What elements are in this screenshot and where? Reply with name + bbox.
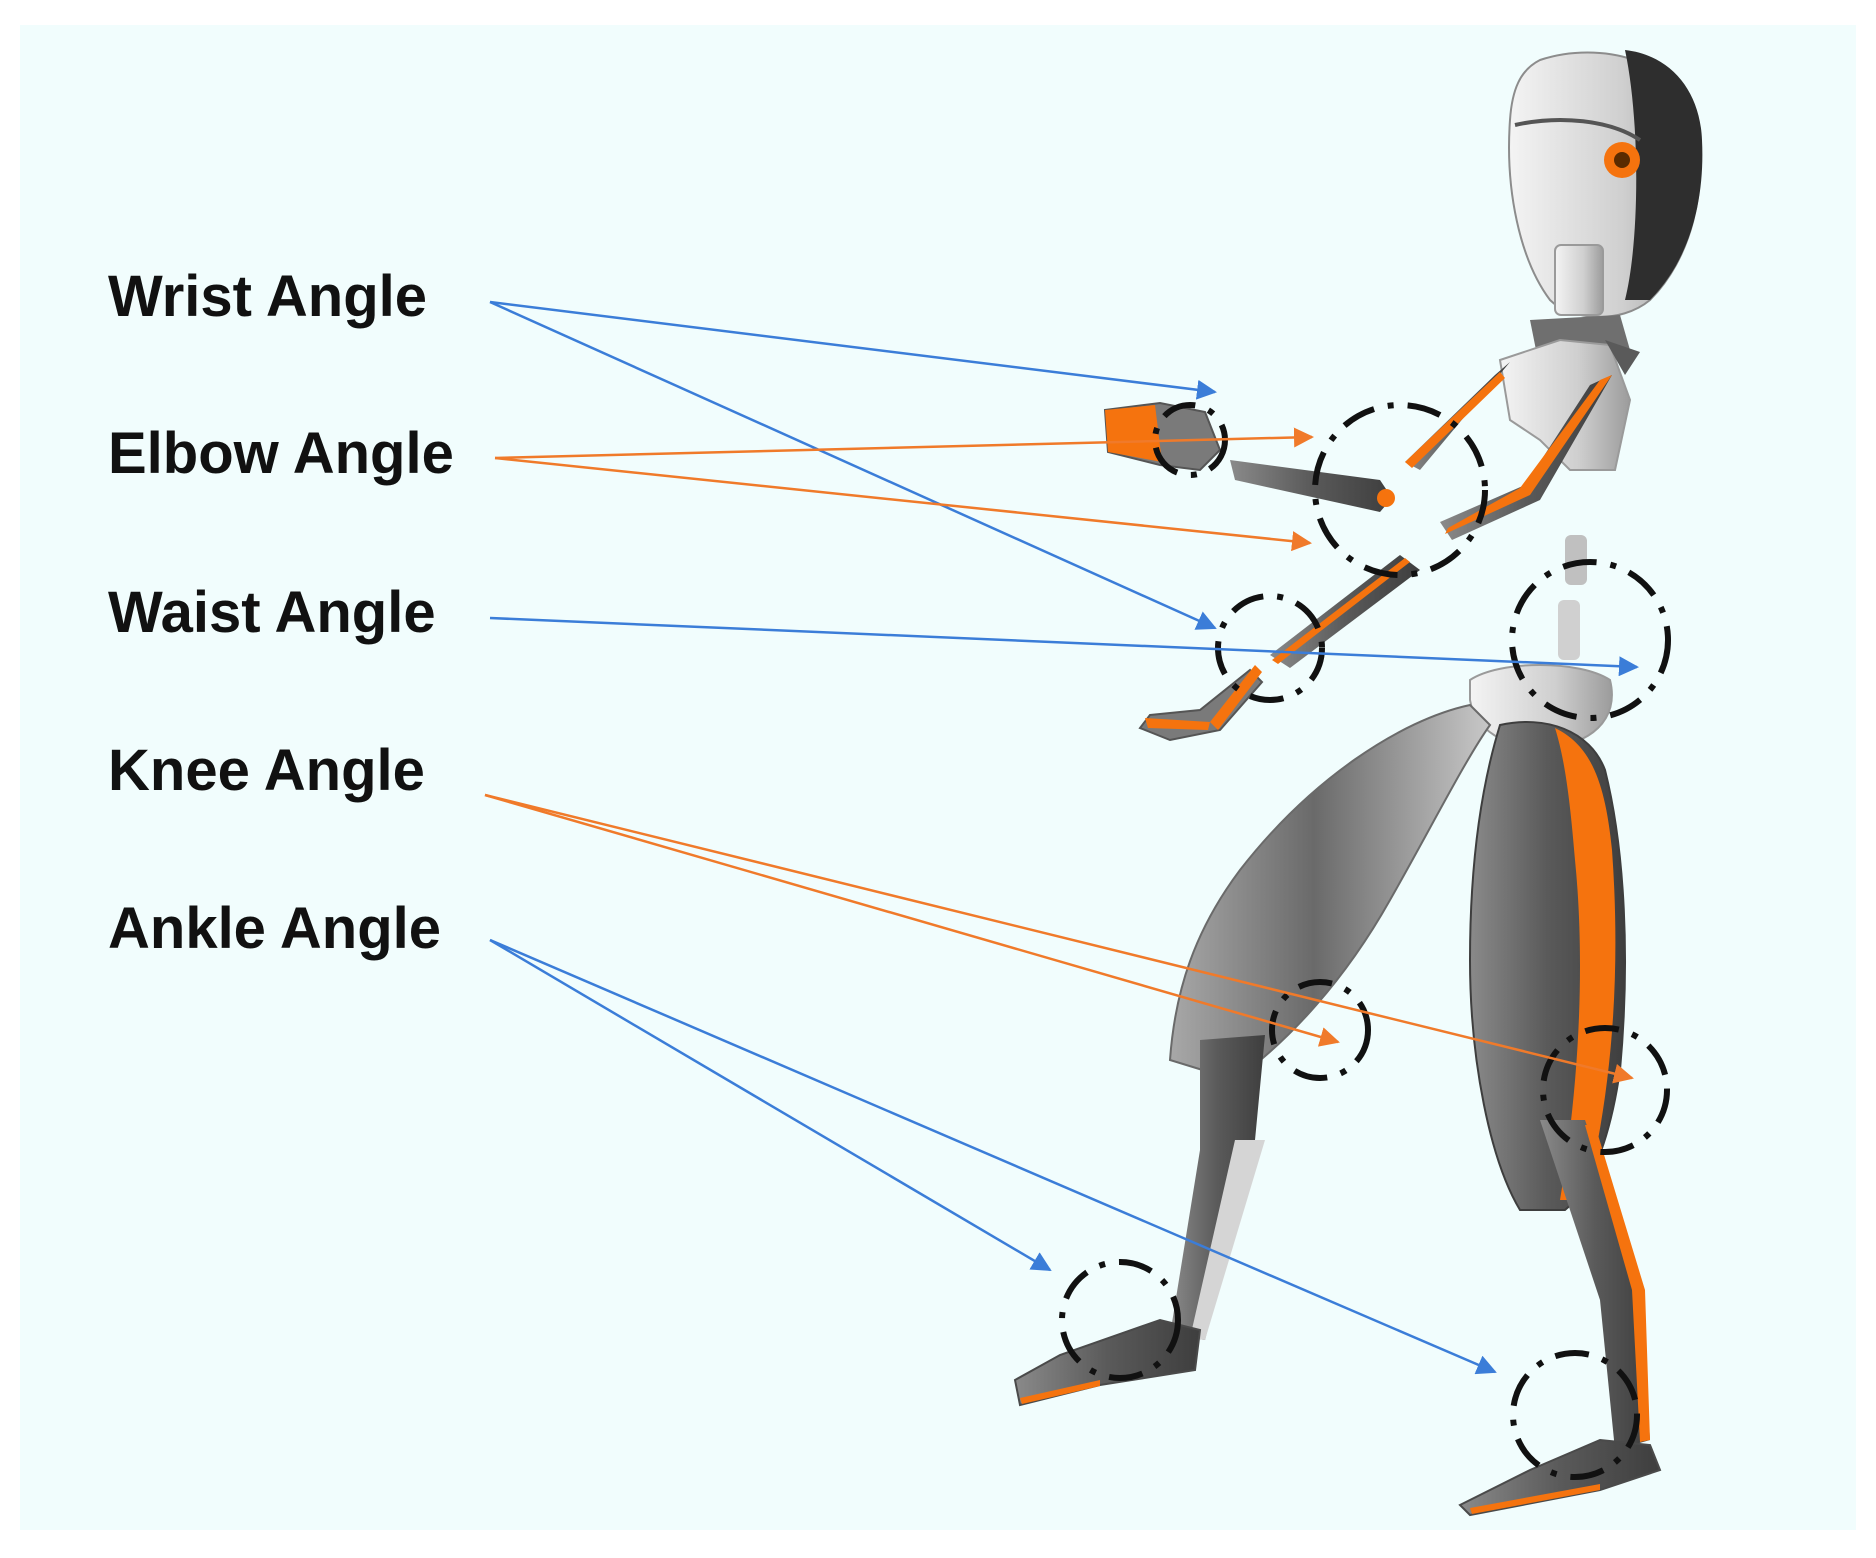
left-arm [1103,401,1395,512]
right-shin [1540,1120,1650,1450]
left-foot [1013,1318,1202,1407]
knee-arrows [484,793,1634,1084]
spine [1558,535,1587,660]
joint-markers [1059,402,1671,1480]
ankle-marker-left [1059,1259,1181,1381]
lower-arm [1138,555,1420,742]
upper-torso [1498,315,1640,471]
neck [1554,244,1604,316]
ankle-angle-label: Ankle Angle [108,896,442,961]
elbow-angle-label: Elbow Angle [108,421,454,486]
ankle-arrows [489,938,1497,1375]
ankle-marker-right [1510,1350,1640,1480]
wrist-angle-label: Wrist Angle [108,264,428,329]
right-arm [1405,362,1612,540]
waist-angle-label: Waist Angle [108,580,436,645]
waist-arrow [489,616,1639,677]
right-foot [1458,1438,1662,1517]
left-shin [1170,1035,1265,1340]
elbow-arrows [494,427,1314,552]
humanoid-figure [1013,50,1703,1517]
knee-marker-left [1269,979,1371,1081]
waist-marker [1509,559,1671,721]
wrist-arrows [489,300,1217,630]
left-thigh [1168,703,1492,1082]
elbow-marker [1312,402,1488,578]
knee-angle-label: Knee Angle [108,738,425,803]
knee-marker-right [1540,1025,1670,1155]
head [1508,50,1703,318]
